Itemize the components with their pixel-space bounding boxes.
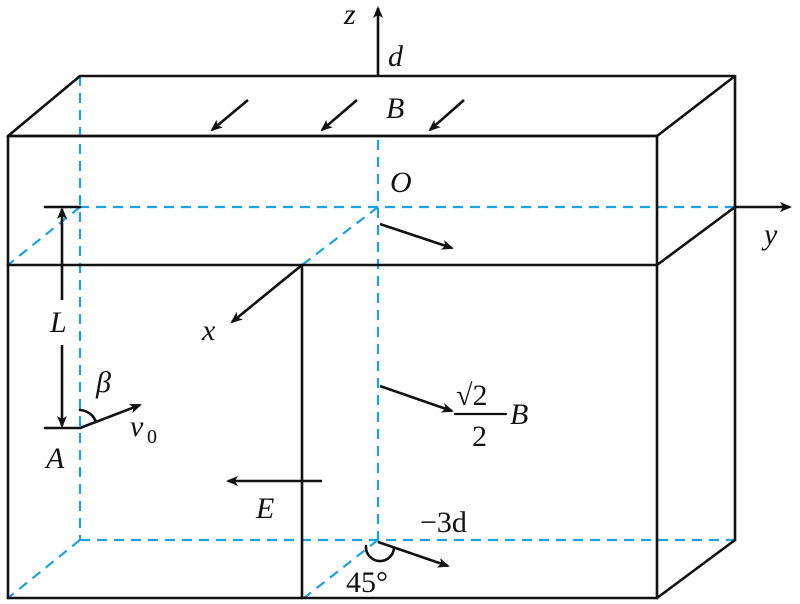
label-y: y — [761, 218, 778, 251]
label-x: x — [201, 314, 216, 347]
velocity-arrow — [79, 403, 142, 430]
beta-angle-arc — [78, 408, 98, 424]
label-denominator-2: 2 — [472, 420, 487, 453]
b-field-arrow-upper-region — [379, 222, 454, 250]
label-sqrt2: √2 — [456, 379, 487, 412]
b-field-arrow-lower-region — [379, 384, 454, 413]
axes — [230, 6, 792, 324]
dashed-lines — [7, 75, 735, 599]
box-top-face — [6, 74, 737, 138]
label-minus-3d: −3d — [420, 506, 467, 539]
label-v: v — [130, 410, 144, 443]
left-side-diagonal — [7, 206, 81, 266]
label-L: L — [49, 306, 67, 339]
bottom-left-diagonal — [7, 539, 81, 599]
label-O: O — [390, 166, 412, 199]
label-v-subscript: 0 — [147, 426, 157, 448]
label-beta: β — [95, 366, 111, 399]
label-B-top: B — [386, 92, 404, 125]
boundary-right-diagonal — [655, 205, 737, 267]
right-bottom-diagonal — [655, 538, 737, 600]
x-axis-arrow — [230, 263, 303, 324]
field-arrows — [79, 99, 465, 568]
label-A: A — [44, 442, 65, 475]
bottom-45-arrow — [377, 540, 450, 568]
labels: z d B O y x L β v 0 A E √2 2 B −3d 45° — [44, 0, 778, 599]
box-edges — [6, 74, 737, 600]
b-field-arrow-1 — [210, 99, 249, 132]
b-field-arrow-2 — [320, 99, 358, 132]
b-field-arrow-3 — [428, 99, 465, 132]
label-z: z — [343, 0, 356, 31]
x-axis-dashed — [301, 206, 379, 266]
label-E: E — [255, 492, 274, 525]
label-d: d — [388, 40, 404, 73]
45-degree-angle-arc — [364, 544, 396, 563]
dimension-L — [43, 205, 82, 430]
label-B-lower: B — [510, 398, 528, 431]
label-45-degrees: 45° — [346, 566, 388, 599]
